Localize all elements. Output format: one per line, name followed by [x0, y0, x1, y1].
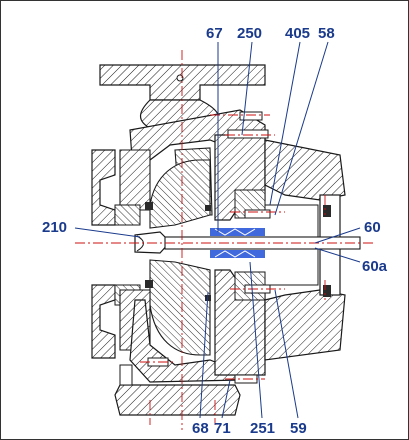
callout-250: 250: [237, 25, 263, 42]
callout-58: 58: [318, 25, 335, 42]
callout-67: 67: [206, 25, 223, 42]
callout-59: 59: [290, 420, 307, 437]
center-lines: [75, 50, 375, 430]
callout-60: 60: [364, 219, 381, 236]
impeller: [134, 159, 211, 356]
leader-lines: [74, 41, 361, 419]
callout-68: 68: [192, 420, 209, 437]
motor-bracket: [264, 139, 346, 361]
callout-210: 210: [42, 219, 68, 236]
callout-405: 405: [285, 25, 311, 42]
callout-60a: 60a: [362, 258, 388, 275]
callout-251: 251: [250, 420, 276, 437]
callout-71: 71: [214, 420, 231, 437]
